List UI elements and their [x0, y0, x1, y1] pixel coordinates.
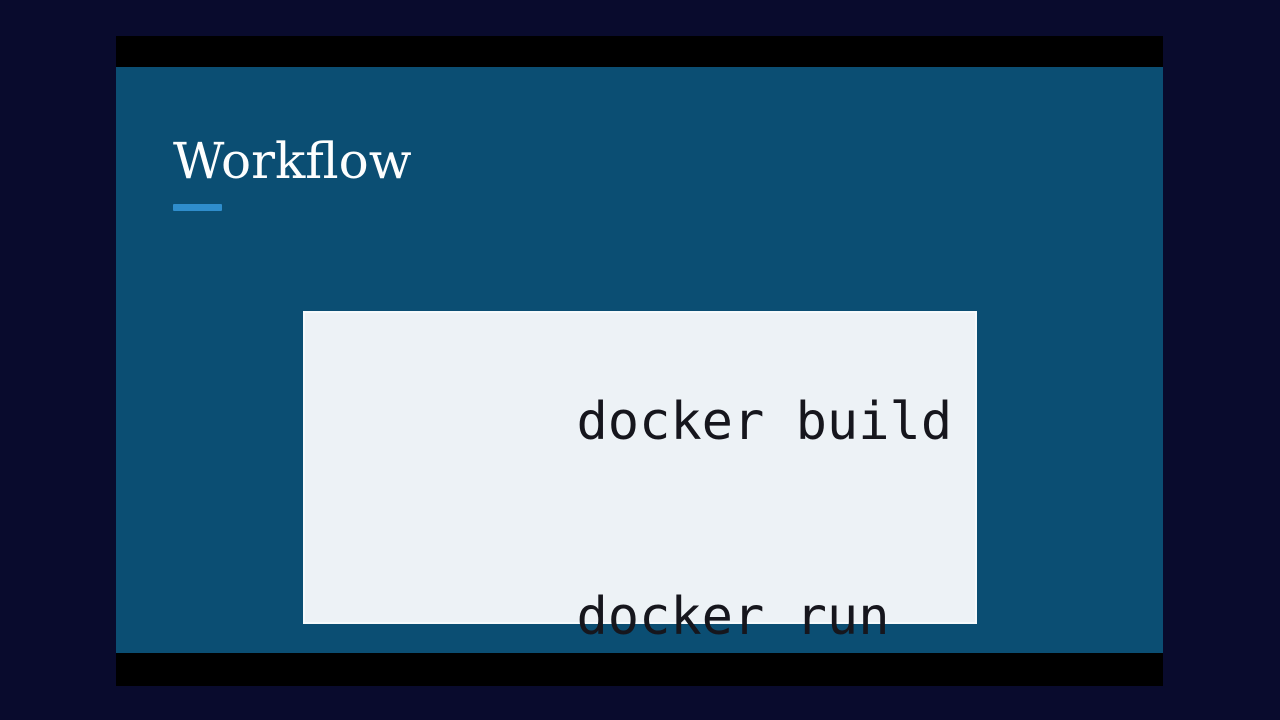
letterbox-bottom-bar	[116, 653, 1163, 686]
code-argument: run	[795, 587, 890, 647]
code-line: docker ps	[326, 715, 975, 720]
slide: Workflow </>Bash docker build docker run…	[116, 67, 1163, 653]
code-line: docker build	[326, 325, 975, 520]
video-frame: Workflow </>Bash docker build docker run…	[116, 36, 1163, 686]
title-accent-underline	[173, 204, 222, 211]
slide-title: Workflow	[173, 132, 412, 190]
code-line: docker run	[326, 520, 975, 715]
code-command: docker	[576, 392, 796, 452]
code-command: docker	[576, 587, 796, 647]
code-argument: build	[795, 392, 953, 452]
code-block: docker build docker run docker ps docker…	[303, 311, 977, 647]
letterbox-top-bar	[116, 36, 1163, 67]
